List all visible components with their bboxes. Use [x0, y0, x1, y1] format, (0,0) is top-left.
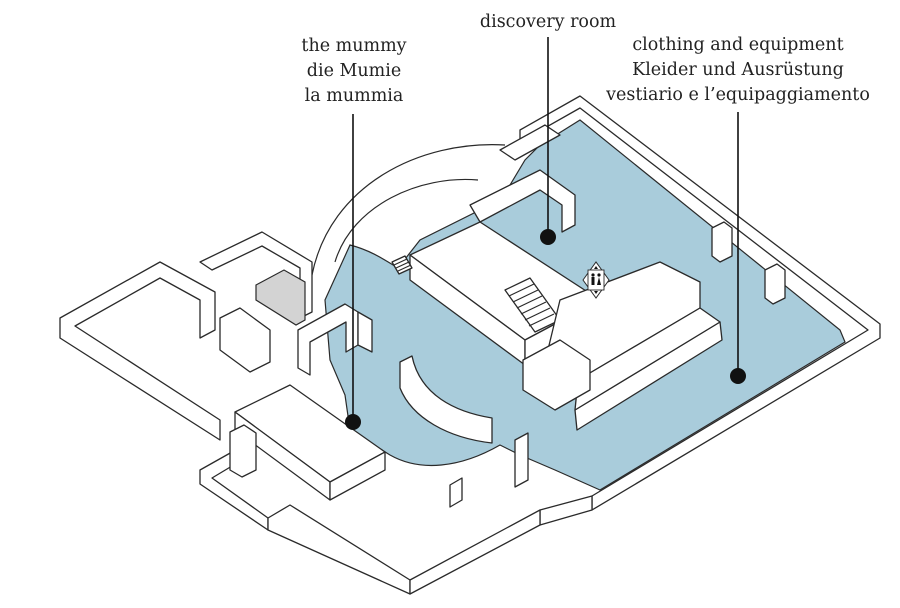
marker-clothing-equipment — [730, 112, 746, 384]
wall-piece-a — [711, 221, 733, 263]
small-stairs-left — [391, 255, 413, 275]
marker-mummy — [345, 114, 361, 430]
dome-inner-outline — [334, 178, 479, 263]
outer-wall-bottom-mid2 — [409, 509, 541, 595]
wall-piece-b — [764, 263, 786, 305]
label-mummy-en: the mummy — [301, 36, 407, 56]
wall-stub-bottom — [514, 432, 529, 488]
wall-left-center-b — [357, 311, 373, 353]
wall-stub-mid — [449, 477, 463, 508]
dome-outline — [311, 144, 506, 276]
mummy-room-side — [329, 451, 386, 501]
staircase-gray — [255, 269, 306, 326]
outer-wall-bottom — [539, 495, 593, 526]
wall-left-center — [297, 303, 359, 376]
display-block-low — [522, 339, 591, 411]
display-block-top2 — [574, 307, 721, 411]
label-mummy-it: la mummia — [304, 86, 404, 106]
label-clothing-equipment: clothing and equipment Kleider und Ausrü… — [598, 33, 878, 108]
label-clothing-de: Kleider und Ausrüstung — [632, 60, 844, 80]
label-mummy-de: die Mumie — [306, 61, 402, 81]
label-clothing-en: clothing and equipment — [632, 35, 844, 55]
curved-display-case — [399, 355, 493, 444]
left-wing-outer — [59, 261, 221, 441]
label-clothing-it: vestiario e l’equipaggiamento — [606, 85, 870, 105]
label-discovery-room: discovery room — [458, 10, 638, 35]
left-wing-inner-wall — [219, 307, 271, 373]
label-discovery-en: discovery room — [479, 12, 617, 32]
marker-discovery-room — [540, 37, 556, 245]
wall-stub-left — [229, 424, 257, 478]
label-the-mummy: the mummy die Mumie la mummia — [279, 34, 429, 109]
discovery-room-top-wall — [499, 124, 561, 161]
outer-wall-bottom-mid — [267, 504, 411, 595]
restroom-elevator-icon — [582, 261, 610, 299]
